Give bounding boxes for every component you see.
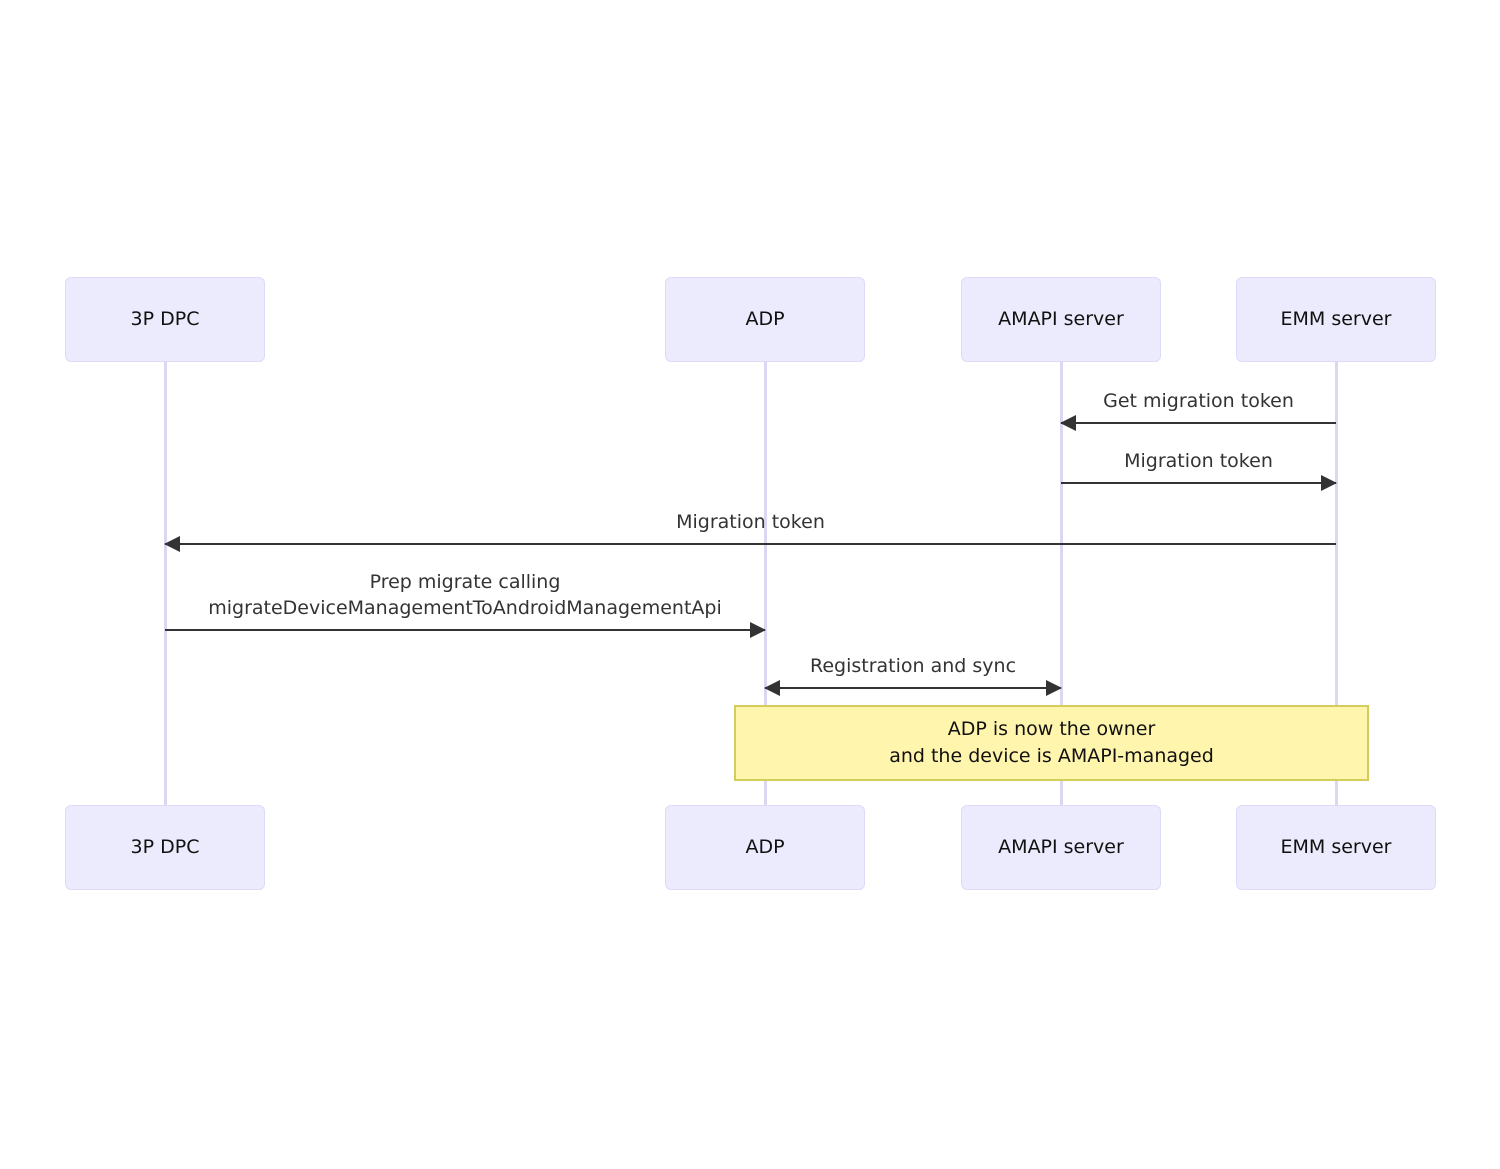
participant-box-top-3p-dpc[interactable]: 3P DPC <box>65 277 265 362</box>
participant-label-adp: ADP <box>745 308 785 330</box>
participant-box-bottom-adp[interactable]: ADP <box>665 805 865 890</box>
message-line <box>1061 422 1336 424</box>
participant-label-amapi-server-bottom: AMAPI server <box>998 836 1124 858</box>
message-line <box>1061 482 1336 484</box>
message-label-migration-token-emm-to-dpc: Migration token <box>676 511 825 533</box>
participant-box-bottom-emm-server[interactable]: EMM server <box>1236 805 1436 890</box>
participant-label-3p-dpc-bottom: 3P DPC <box>130 836 200 858</box>
note-text-line-2: and the device is AMAPI-managed <box>889 745 1214 767</box>
participant-label-emm-server-bottom: EMM server <box>1280 836 1392 858</box>
message-label-line-2: migrateDeviceManagementToAndroidManageme… <box>208 597 722 619</box>
arrowhead-right-icon <box>1321 475 1337 491</box>
participant-box-bottom-3p-dpc[interactable]: 3P DPC <box>65 805 265 890</box>
arrowhead-right-icon <box>750 622 766 638</box>
message-label-prep-migrate: Prep migrate calling migrateDeviceManage… <box>165 569 765 621</box>
lifeline-amapi-server <box>1060 362 1063 805</box>
arrowhead-left-icon <box>764 680 780 696</box>
note-text-line-1: ADP is now the owner <box>947 718 1156 740</box>
arrowhead-left-icon <box>1060 415 1076 431</box>
participant-label-amapi-server: AMAPI server <box>998 308 1124 330</box>
message-label-registration-and-sync: Registration and sync <box>809 655 1017 677</box>
message-label-migration-token-amapi-to-emm: Migration token <box>1124 450 1273 472</box>
message-label-line-1: Prep migrate calling <box>369 571 561 593</box>
message-line <box>165 543 1336 545</box>
note-text: ADP is now the owner and the device is A… <box>889 716 1214 770</box>
note-adp-owner: ADP is now the owner and the device is A… <box>734 705 1369 781</box>
participant-box-bottom-amapi-server[interactable]: AMAPI server <box>961 805 1161 890</box>
participant-box-top-adp[interactable]: ADP <box>665 277 865 362</box>
message-label-get-migration-token: Get migration token <box>1103 390 1294 412</box>
arrowhead-left-icon <box>164 536 180 552</box>
arrowhead-right-icon <box>1046 680 1062 696</box>
lifeline-emm-server <box>1335 362 1338 805</box>
lifeline-adp <box>764 362 767 805</box>
message-line <box>165 629 765 631</box>
participant-box-top-amapi-server[interactable]: AMAPI server <box>961 277 1161 362</box>
message-line <box>765 687 1061 689</box>
participant-label-emm-server: EMM server <box>1280 308 1392 330</box>
participant-label-3p-dpc: 3P DPC <box>130 308 200 330</box>
participant-label-adp-bottom: ADP <box>745 836 785 858</box>
participant-box-top-emm-server[interactable]: EMM server <box>1236 277 1436 362</box>
lifeline-3p-dpc <box>164 362 167 805</box>
